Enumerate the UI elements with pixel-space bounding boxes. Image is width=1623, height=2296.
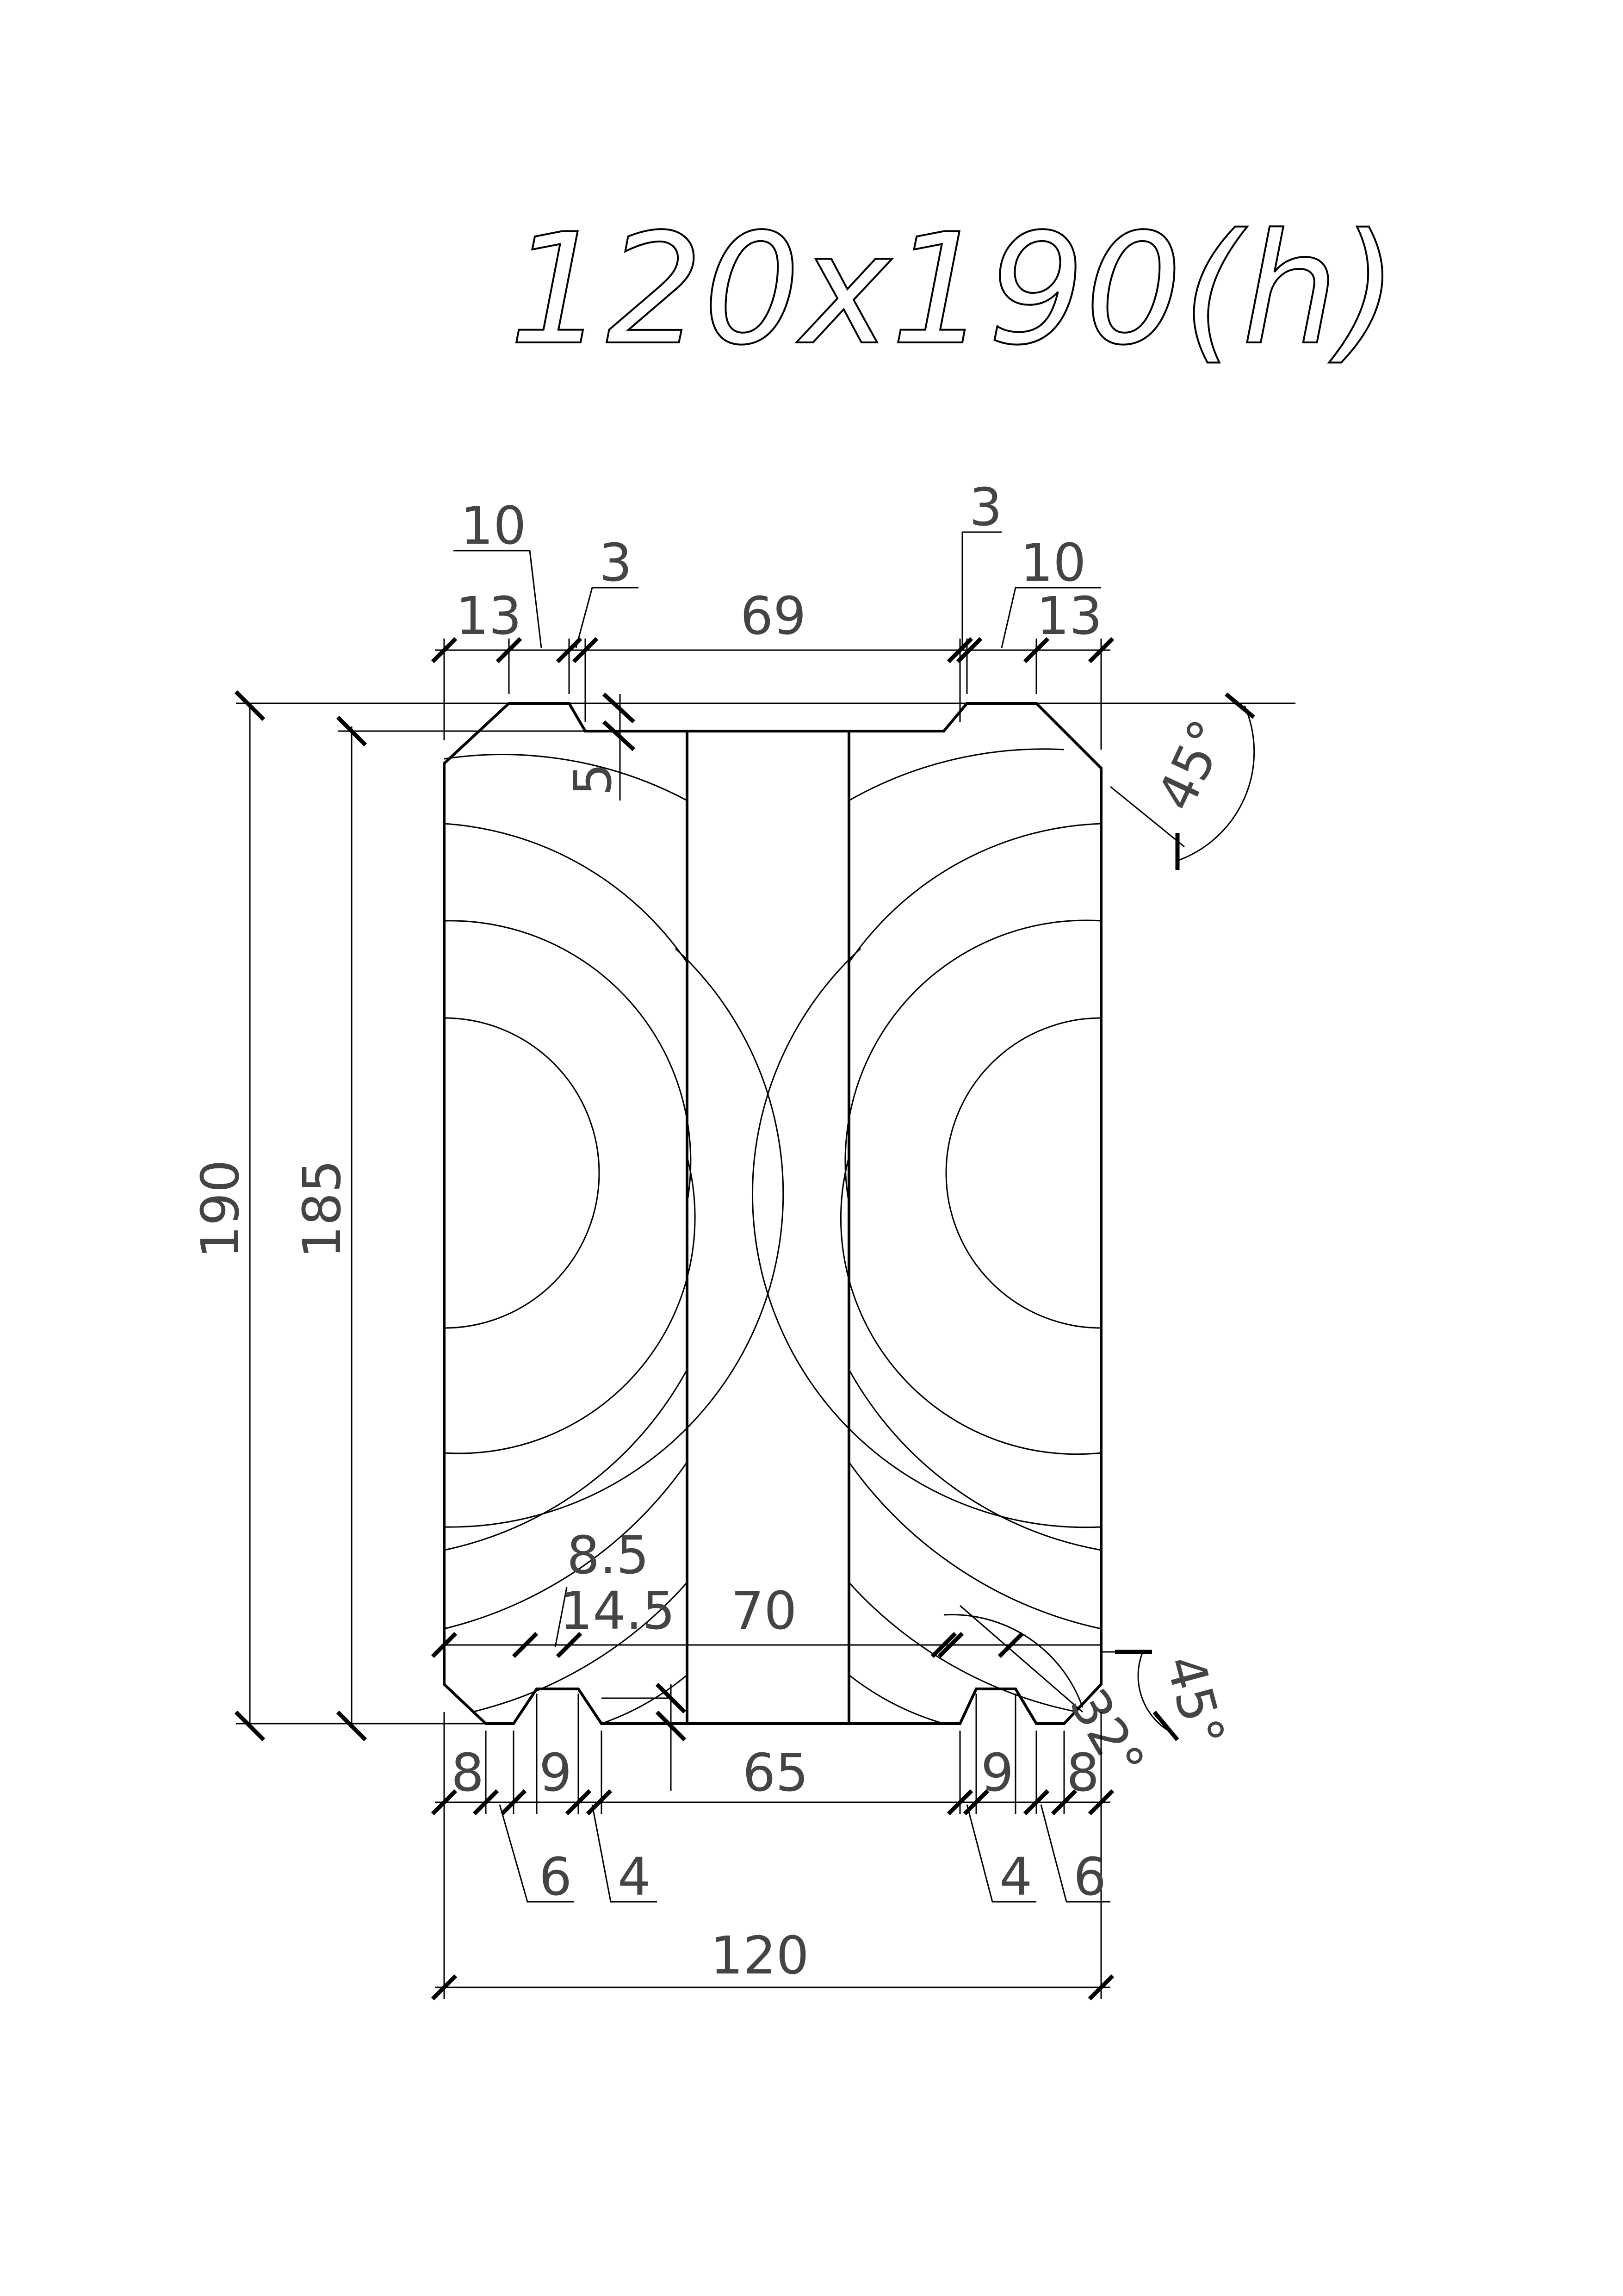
top-center-69-label: 69 xyxy=(740,586,806,646)
height-total-label: 190 xyxy=(191,1160,251,1259)
bottom-center-65-label: 65 xyxy=(743,1743,809,1803)
bottom-right-9-label: 9 xyxy=(981,1743,1014,1803)
overall-width-label: 120 xyxy=(710,1926,809,1986)
top-right-13-label: 13 xyxy=(1036,586,1103,646)
top-angle-label: 45° xyxy=(1146,711,1239,820)
top-right-10-label: 10 xyxy=(1020,533,1086,593)
drawing-title: 120x190(h) xyxy=(509,201,1398,379)
bottom-angle-45-label: 45° xyxy=(1154,1649,1236,1753)
top-left-3-label: 3 xyxy=(599,533,632,593)
top-right-3-label: 3 xyxy=(969,478,1002,538)
bottom-right-6-label: 6 xyxy=(1073,1847,1106,1907)
grain-rings-right xyxy=(752,748,1102,1725)
height-dimensions: 190 185 xyxy=(191,690,1295,1742)
bottom-70-label: 70 xyxy=(731,1581,797,1641)
bottom-left-8-label: 8 xyxy=(451,1743,484,1803)
bottom-right-8-label: 8 xyxy=(1066,1743,1099,1803)
bottom-left-9-label: 9 xyxy=(539,1743,572,1803)
top-left-10-label: 10 xyxy=(460,496,527,556)
height-inner-label: 185 xyxy=(292,1160,353,1259)
top-offset-5-label: 5 xyxy=(563,763,623,796)
bottom-lower-dimensions: 8 9 65 9 8 6 4 4 6 120 xyxy=(431,1694,1115,2001)
top-left-13-label: 13 xyxy=(456,586,522,646)
bottom-left-4-label: 4 xyxy=(618,1847,650,1907)
top-dimensions: 13 69 13 10 3 3 10 5 45° xyxy=(431,478,1255,870)
bottom-8-5-label: 8.5 xyxy=(567,1526,649,1586)
section-outline xyxy=(443,702,1103,1725)
bottom-left-6-label: 6 xyxy=(539,1847,572,1907)
bottom-14-5-label: 14.5 xyxy=(560,1581,675,1641)
grain-rings-left xyxy=(444,754,784,1725)
bottom-right-4-label: 4 xyxy=(999,1847,1032,1907)
